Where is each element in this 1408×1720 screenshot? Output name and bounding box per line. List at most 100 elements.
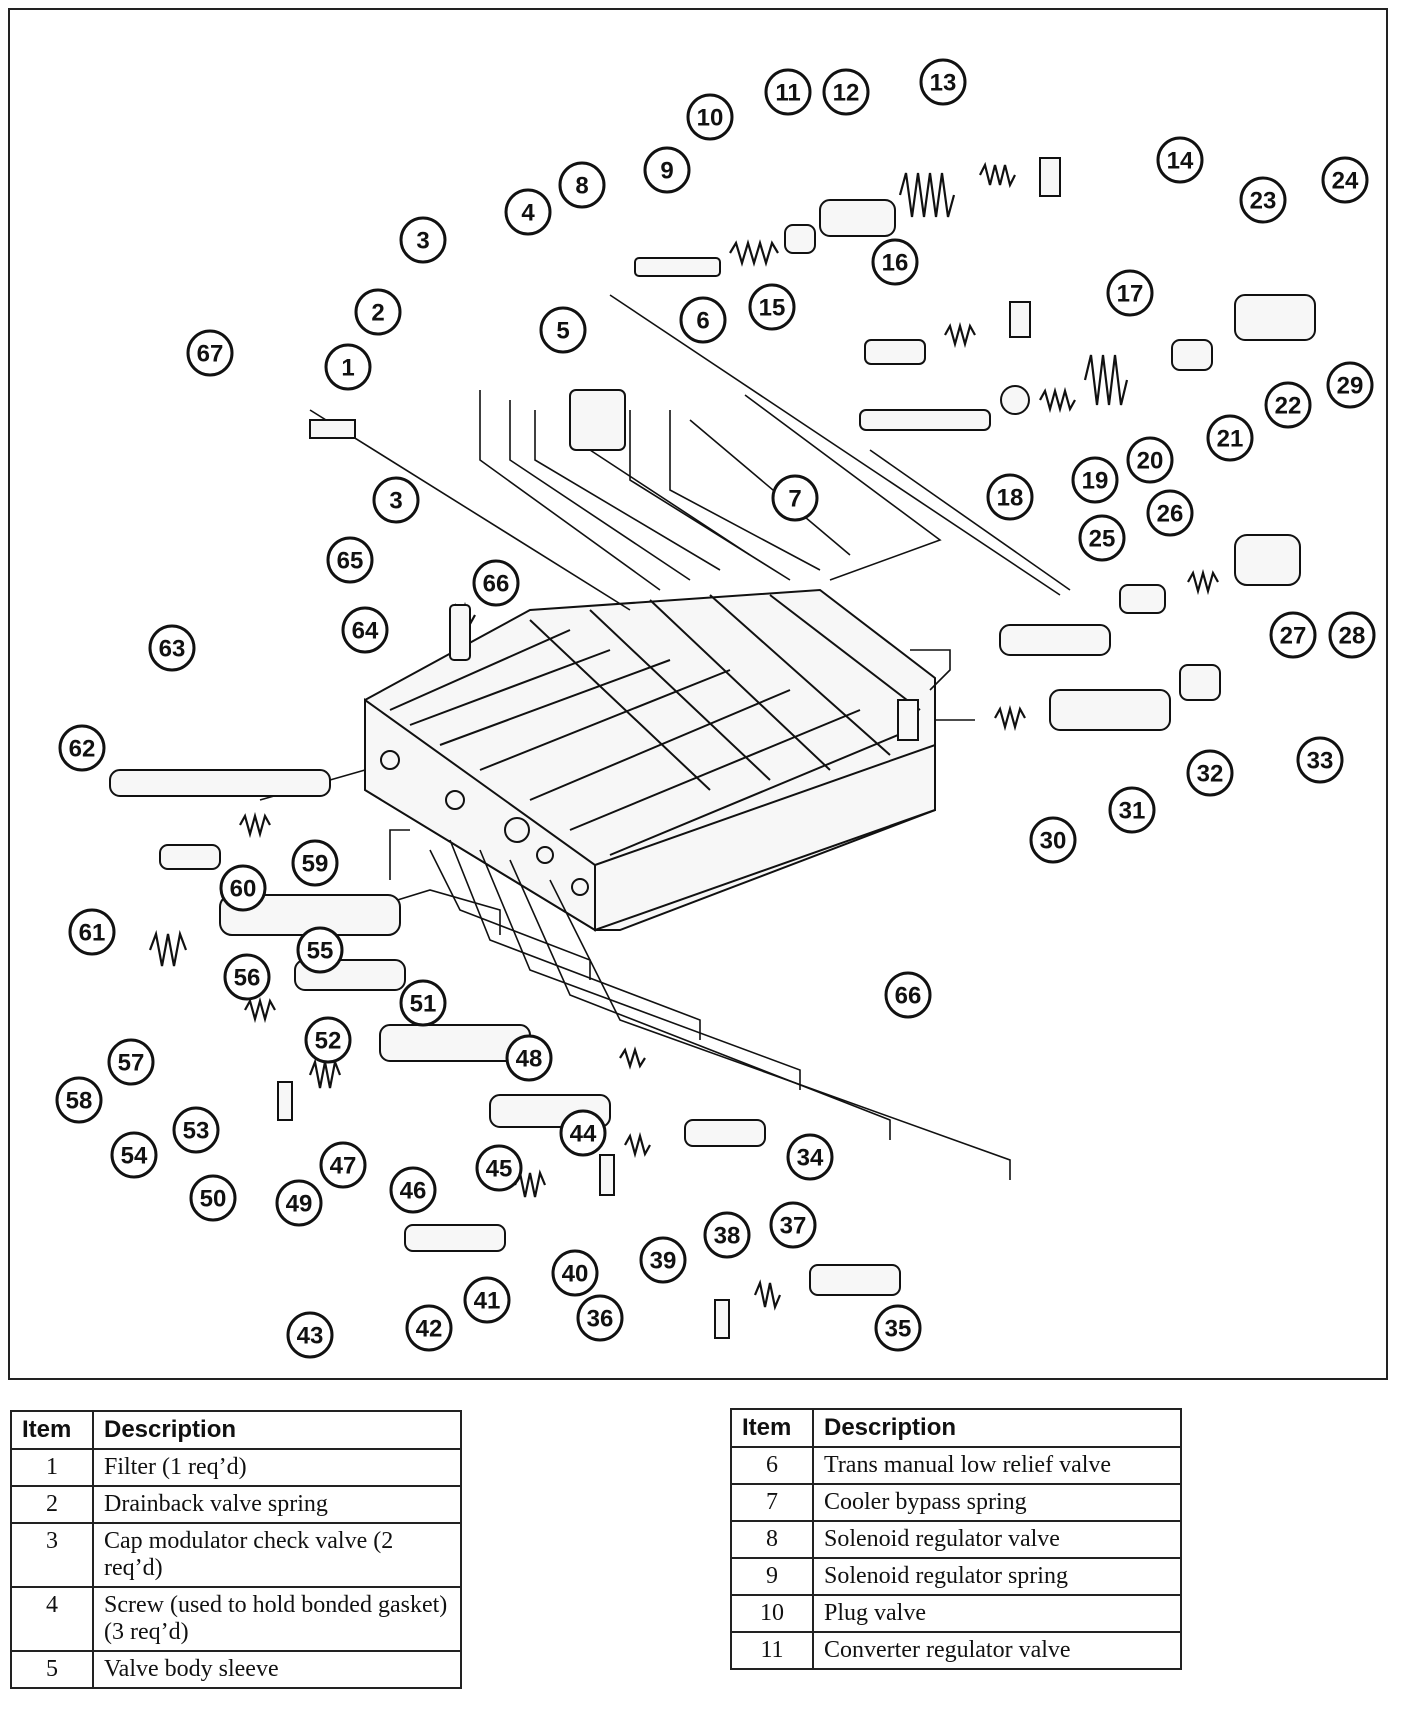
callout-20: 20	[1126, 436, 1174, 484]
callout-number: 15	[759, 295, 786, 322]
callout-circle	[771, 474, 819, 522]
callout-number: 48	[516, 1046, 543, 1073]
callout-number: 38	[714, 1223, 741, 1250]
callout-circle	[1264, 381, 1312, 429]
callout-number: 59	[302, 851, 329, 878]
callout-circle	[107, 1038, 155, 1086]
callout-28: 28	[1328, 611, 1376, 659]
callout-circle	[551, 1249, 599, 1297]
callout-8: 8	[558, 161, 606, 209]
callout-18: 18	[986, 473, 1034, 521]
callout-67: 67	[186, 329, 234, 377]
legend-header-item: Item	[730, 1408, 814, 1448]
legend-item-description: Screw (used to hold bonded gasket) (3 re…	[92, 1586, 462, 1652]
callout-circle	[1071, 456, 1119, 504]
callout-22: 22	[1264, 381, 1312, 429]
callout-circle	[1078, 514, 1126, 562]
leader-lines	[259, 294, 1071, 1180]
callout-circle	[405, 1304, 453, 1352]
callout-44: 44	[559, 1109, 607, 1157]
callout-51: 51	[399, 979, 447, 1027]
callout-21: 21	[1206, 414, 1254, 462]
callout-circle	[324, 343, 372, 391]
callout-30: 30	[1029, 816, 1077, 864]
callout-circle	[1296, 736, 1344, 784]
callout-number: 7	[788, 486, 801, 513]
callout-number: 67	[197, 341, 224, 368]
legend-item-number: 3	[10, 1522, 94, 1588]
callout-27: 27	[1269, 611, 1317, 659]
callout-33: 33	[1296, 736, 1344, 784]
callout-53: 53	[172, 1106, 220, 1154]
callout-circle	[372, 476, 420, 524]
callout-circle	[319, 1141, 367, 1189]
legend-item-description: Converter regulator valve	[812, 1631, 1182, 1670]
callout-31: 31	[1108, 786, 1156, 834]
callout-number: 63	[159, 636, 186, 663]
callout-number: 6	[696, 308, 709, 335]
callout-48: 48	[505, 1034, 553, 1082]
legend-item-description: Cap modulator check valve (2 req’d)	[92, 1522, 462, 1588]
callout-circle	[1269, 611, 1317, 659]
callout-number: 58	[66, 1088, 93, 1115]
callout-circle	[822, 68, 870, 116]
callout-50: 50	[189, 1174, 237, 1222]
callout-circle	[1186, 749, 1234, 797]
callout-63: 63	[148, 624, 196, 672]
callout-number: 22	[1275, 393, 1302, 420]
legend-item-description: Solenoid regulator spring	[812, 1557, 1182, 1596]
legend-item-number: 8	[730, 1520, 814, 1559]
callout-17: 17	[1106, 269, 1154, 317]
callout-number: 43	[297, 1323, 324, 1350]
callout-9: 9	[643, 146, 691, 194]
callout-circle	[326, 536, 374, 584]
legend-header-row: Item Description	[730, 1408, 1182, 1448]
callout-circle	[558, 161, 606, 209]
callout-number: 46	[400, 1178, 427, 1205]
callout-34: 34	[786, 1133, 834, 1181]
callout-circle	[639, 1236, 687, 1284]
callout-number: 30	[1040, 828, 1067, 855]
callout-circle	[475, 1144, 523, 1192]
callout-circle	[1126, 436, 1174, 484]
callout-circle	[576, 1294, 624, 1342]
callout-number: 51	[410, 991, 437, 1018]
callout-circle	[1328, 611, 1376, 659]
callout-circle	[1106, 269, 1154, 317]
legend-header-description: Description	[812, 1408, 1182, 1448]
callout-11: 11	[764, 68, 812, 116]
callout-number: 9	[660, 158, 673, 185]
callout-16: 16	[871, 238, 919, 286]
callout-number: 65	[337, 548, 364, 575]
callout-circle	[1326, 361, 1374, 409]
callout-number: 37	[780, 1213, 807, 1240]
callout-circle	[1146, 489, 1194, 537]
callout-circle	[986, 473, 1034, 521]
callout-number: 24	[1332, 168, 1359, 195]
callout-61: 61	[68, 908, 116, 956]
callout-number: 57	[118, 1050, 145, 1077]
callout-number: 41	[474, 1288, 501, 1315]
callout-66: 66	[884, 971, 932, 1019]
callout-12: 12	[822, 68, 870, 116]
legend-header-description: Description	[92, 1410, 462, 1450]
callout-2: 2	[354, 288, 402, 336]
callout-number: 1	[341, 355, 354, 382]
legend-item-number: 4	[10, 1586, 94, 1652]
callout-5: 5	[539, 306, 587, 354]
legend-item-number: 7	[730, 1483, 814, 1522]
callout-38: 38	[703, 1211, 751, 1259]
callout-circle	[286, 1311, 334, 1359]
callout-number: 17	[1117, 281, 1144, 308]
legend-item-number: 6	[730, 1446, 814, 1485]
callout-number: 62	[69, 736, 96, 763]
callout-46: 46	[389, 1166, 437, 1214]
callout-number: 20	[1137, 448, 1164, 475]
callout-circle	[919, 58, 967, 106]
callout-number: 19	[1082, 468, 1109, 495]
